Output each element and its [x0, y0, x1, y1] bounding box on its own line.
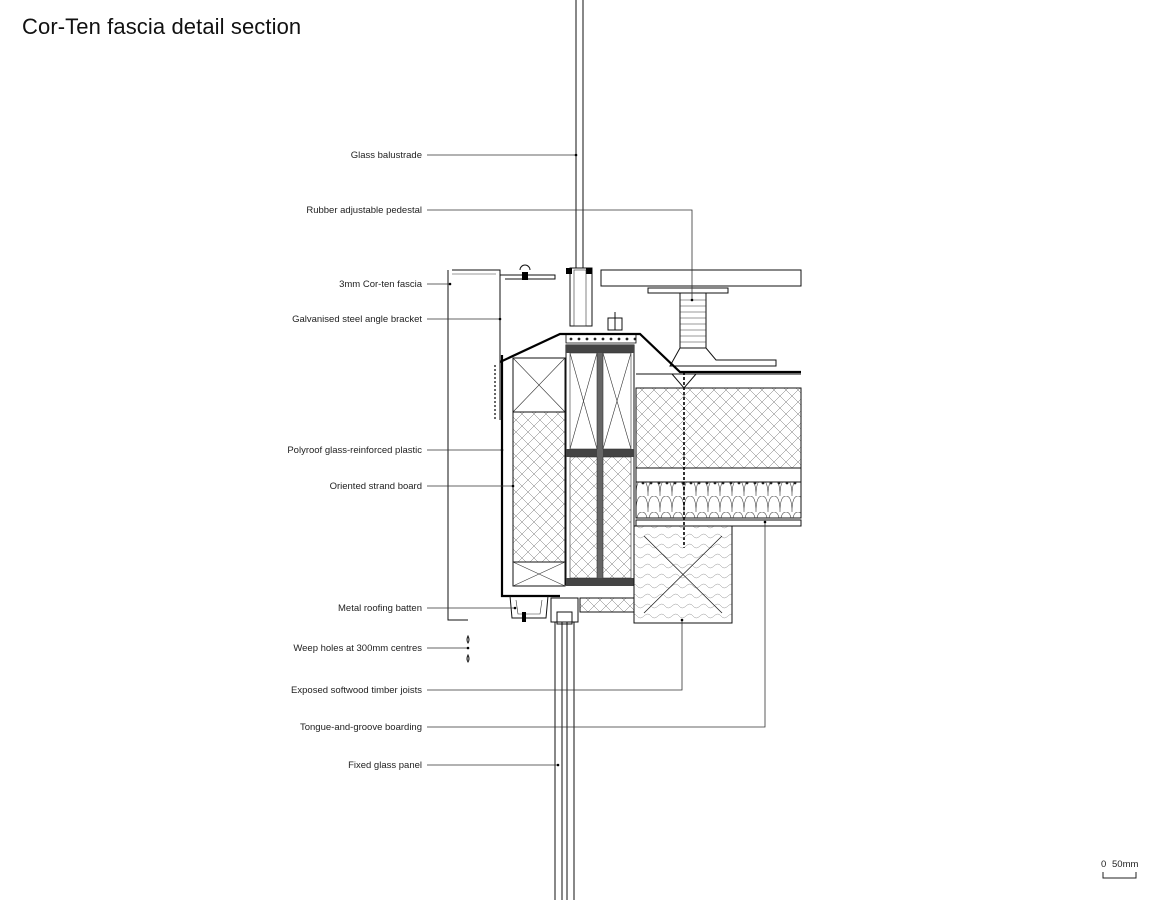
- label-fixed-glass: Fixed glass panel: [348, 760, 422, 771]
- label-polyroof-grp: Polyroof glass-reinforced plastic: [287, 445, 422, 456]
- label-weep-holes: Weep holes at 300mm centres: [293, 643, 422, 654]
- deck-board: [600, 269, 802, 294]
- metal-batten: [509, 595, 549, 622]
- i-beam-joist: [565, 344, 635, 586]
- timber-joist: [633, 525, 733, 624]
- roof-insulation: [635, 373, 802, 519]
- polyroof-grp: [494, 355, 560, 598]
- label-glass-balustrade: Glass balustrade: [351, 150, 422, 161]
- osb-block-outer: [512, 357, 566, 587]
- fixed-glass-panel: [550, 597, 579, 900]
- corten-fascia: [447, 264, 556, 621]
- leader-lines: [427, 153, 767, 767]
- roof-membrane: [499, 312, 801, 374]
- label-corten-fascia: 3mm Cor-ten fascia: [339, 279, 423, 290]
- label-osb: Oriented strand board: [330, 481, 422, 492]
- label-timber-joists: Exposed softwood timber joists: [291, 685, 422, 696]
- scale-bar: 0 50mm: [1101, 859, 1138, 879]
- label-tongue-groove: Tongue-and-groove boarding: [300, 722, 422, 733]
- labels: Glass balustrade Rubber adjustable pedes…: [287, 150, 422, 771]
- scale-zero: 0: [1101, 859, 1106, 870]
- glass-balustrade: [566, 0, 593, 327]
- label-rubber-pedestal: Rubber adjustable pedestal: [306, 205, 422, 216]
- scale-value: 50mm: [1112, 859, 1138, 870]
- weep-hole-drops: [466, 634, 470, 663]
- label-angle-bracket: Galvanised steel angle bracket: [292, 314, 422, 325]
- rubber-pedestal: [669, 292, 777, 367]
- fixing-screw: [671, 372, 697, 548]
- page-title: Cor-Ten fascia detail section: [22, 14, 302, 39]
- label-metal-batten: Metal roofing batten: [338, 603, 422, 614]
